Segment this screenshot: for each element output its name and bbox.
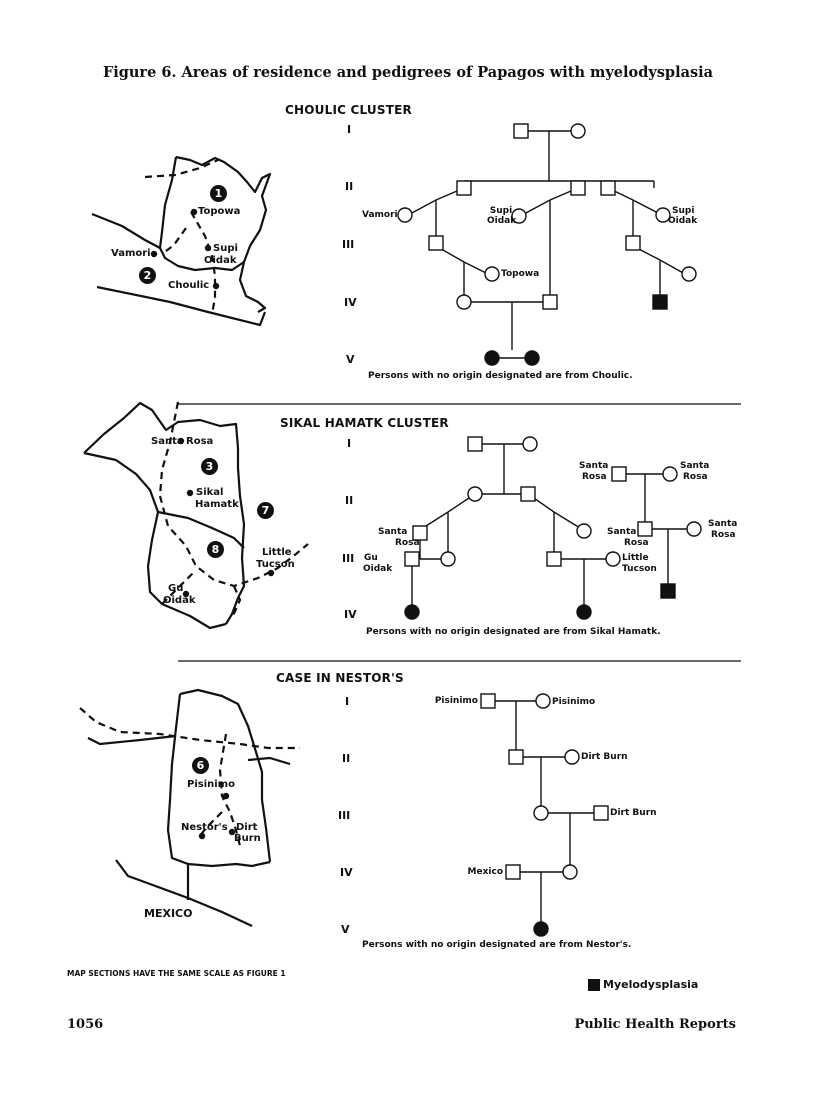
pedigree-origin-label: Oidak [668,216,698,226]
generation-label: II [342,752,351,765]
generation-label: IV [344,608,357,621]
pedigree-origin-label: Dirt Burn [610,808,657,818]
map-place-label: Supi [213,243,238,254]
map-place-label: Hamatk [195,499,239,510]
map-place-label: Santa [151,436,184,447]
map-place-label: Vamori [111,248,151,259]
choulic-map [91,155,272,327]
map-place-label: Sikal [196,487,224,498]
map-place-label: Nestor's [181,822,228,833]
pedigree-origin-label: Santa [378,527,408,537]
pedigree-origin-label: Santa [579,461,609,471]
nestor-heading: CASE IN NESTOR'S [276,671,404,685]
legend-label: Myelodysplasia [603,978,699,991]
generation-label: IV [340,866,353,879]
journal-name: Public Health Reports [574,1017,736,1032]
map-place-label: Little [262,547,292,558]
map-place-label: Topowa [198,206,241,217]
area-number-badge: 6 [192,757,209,774]
map-place-label: Burn [234,833,261,844]
page-number: 1056 [67,1017,104,1032]
sikal-map [83,401,309,630]
pedigree-origin-label: Rosa [683,472,708,482]
map-place-dots [150,208,275,840]
generation-label: III [342,552,355,565]
generation-label: II [345,494,354,507]
scale-note: MAP SECTIONS HAVE THE SAME SCALE AS FIGU… [67,969,286,978]
pedigree-origin-label: Supi [672,206,695,216]
pedigree-origin-label: Oidak [487,216,517,226]
pedigree-origin-label: Vamori [362,210,398,220]
map-place-label: Oidak [163,595,196,606]
area-number-badge: 3 [201,458,218,475]
generation-label: I [347,437,352,450]
pedigree-origin-label: Supi [489,206,513,216]
figure-title: Figure 6. Areas of residence and pedigre… [102,64,714,81]
map-place-label: Gu [168,583,184,594]
sikal-note: Persons with no origin designated are fr… [366,627,661,637]
area-number-badge: 2 [139,267,156,284]
sikal-pedigree [404,436,702,620]
map-place-label: MEXICO [144,907,193,920]
nestor-pedigree [480,693,609,937]
generation-label: I [347,123,352,136]
generation-label: IV [344,296,357,309]
generation-label: III [338,809,351,822]
generation-label: V [341,923,350,936]
area-number-badge: 8 [207,541,224,558]
map-place-label: Choulic [168,280,210,291]
pedigree-origin-label: Mexico [467,867,503,877]
generation-label: II [345,180,354,193]
choulic-pedigree [397,123,697,366]
area-number-badge: 1 [210,185,227,202]
map-place-label: Pisinimo [187,779,235,790]
pedigree-origin-label: Oidak [363,564,393,574]
pedigree-origin-label: Pisinimo [434,696,478,706]
pedigree-origin-label: Pisinimo [552,697,596,707]
generation-label: V [346,353,355,366]
choulic-heading: CHOULIC CLUSTER [285,103,412,117]
pedigree-origin-label: Rosa [395,538,420,548]
pedigree-origin-label: Rosa [582,472,607,482]
map-place-label: Oidak [204,255,237,266]
area-number-badge: 7 [257,502,274,519]
pedigree-origin-label: Tucson [622,564,657,574]
generation-label: I [345,695,350,708]
nestor-map [79,688,300,927]
pedigree-origin-label: Little [622,553,649,563]
pedigree-origin-label: Topowa [501,269,540,279]
pedigree-origin-label: Gu [364,553,378,563]
map-place-label: Rosa [186,436,214,447]
map-place-label: Tucson [256,559,295,570]
map-place-label: Dirt [236,822,258,833]
generation-label: III [342,238,355,251]
pedigree-origin-label: Rosa [711,530,736,540]
pedigree-origin-label: Santa [607,527,637,537]
affected-legend-swatch [588,979,600,991]
sikal-heading: SIKAL HAMATK CLUSTER [280,416,449,430]
pedigree-origin-label: Santa [708,519,738,529]
pedigree-origin-label: Santa [680,461,710,471]
nestor-note: Persons with no origin designated are fr… [362,940,632,950]
choulic-note: Persons with no origin designated are fr… [368,371,633,381]
pedigree-origin-label: Rosa [624,538,649,548]
pedigree-origin-label: Dirt Burn [581,752,628,762]
